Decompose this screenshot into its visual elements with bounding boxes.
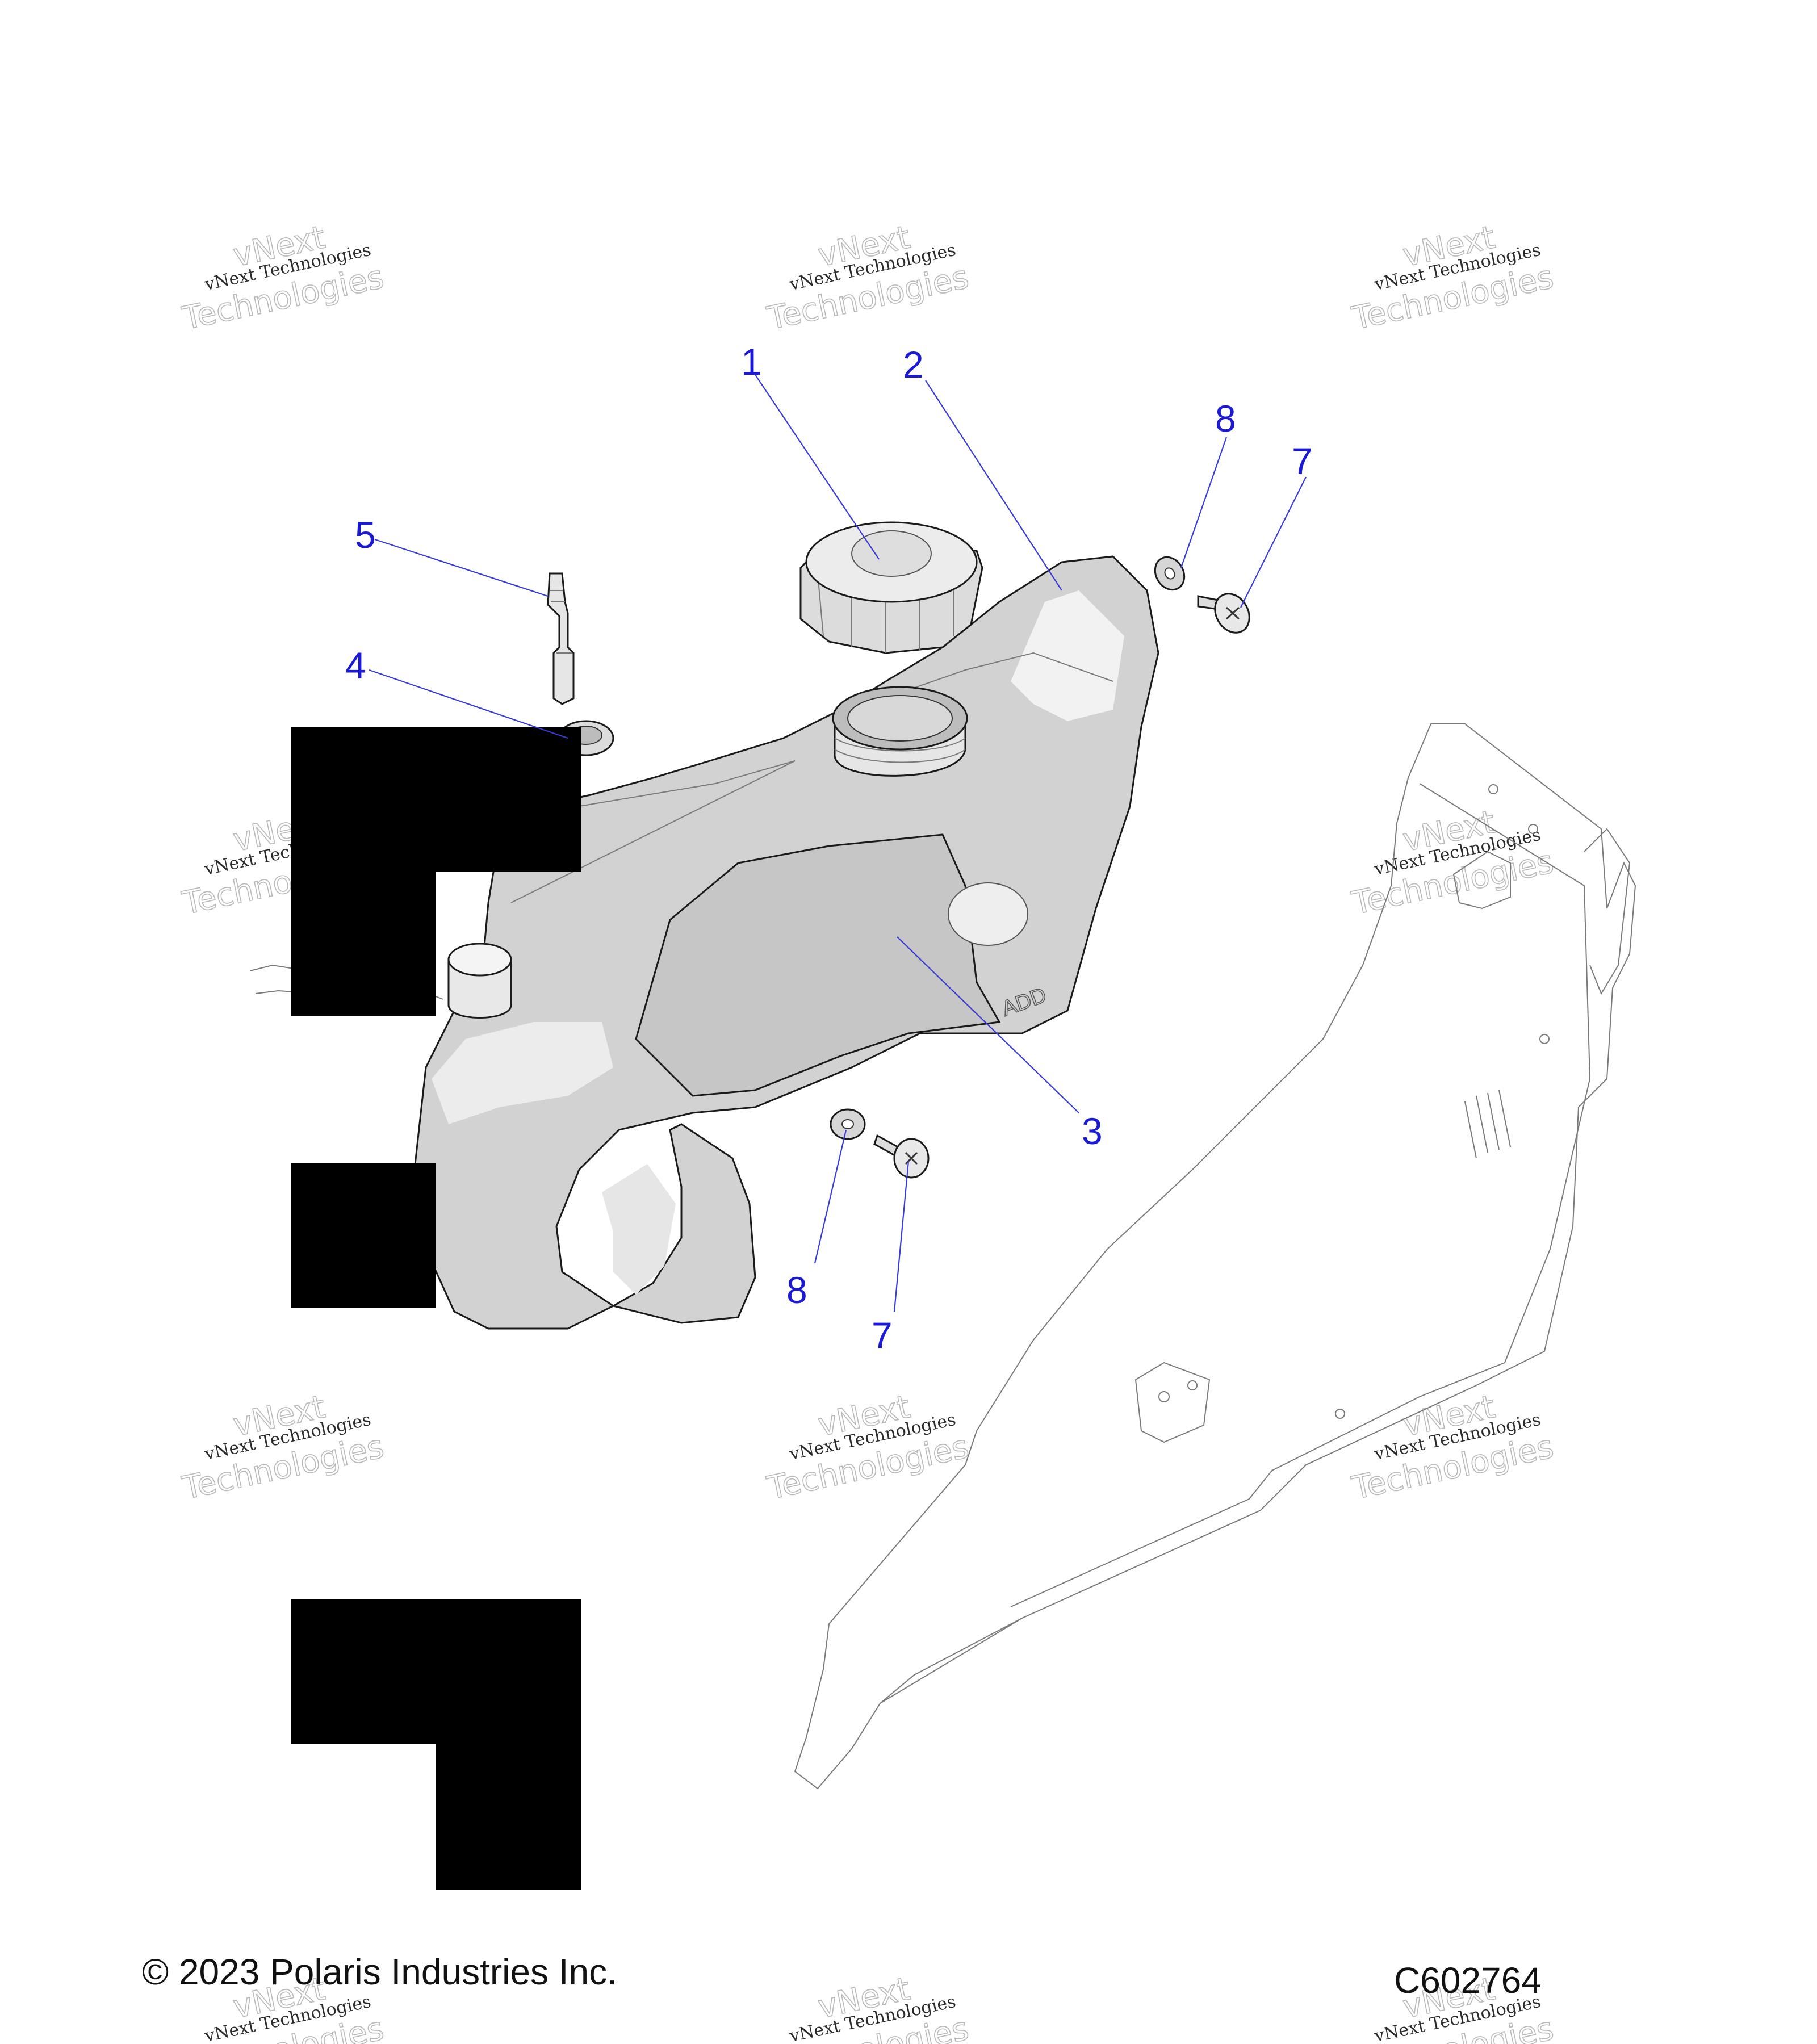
redaction-block xyxy=(291,727,581,1016)
callout-number: 3 xyxy=(1082,1110,1103,1152)
mounting-bracket xyxy=(794,723,1636,1790)
overflow-neck xyxy=(249,943,512,1019)
watermark: vNext vNext Technologies Technologies xyxy=(1348,219,1557,338)
callout-number: 7 xyxy=(872,1314,893,1356)
redaction-block xyxy=(291,1599,581,1890)
callout-number: 2 xyxy=(903,344,924,386)
callout-number: 8 xyxy=(1215,397,1236,439)
washer-lower xyxy=(830,1108,866,1140)
callout-number: 8 xyxy=(786,1269,807,1311)
hose-fitting xyxy=(547,572,575,705)
callout-number: 7 xyxy=(1292,440,1313,482)
footer: © 2023 Polaris Industries Inc. C602764 xyxy=(142,1951,1542,2001)
filler-neck xyxy=(832,686,968,777)
redaction-block xyxy=(291,1163,436,1308)
watermark: vNext vNext Technologies Technologies xyxy=(763,1388,972,1507)
watermark: vNext vNext Technologies Technologies xyxy=(763,219,972,338)
reservoir-tank: ADD xyxy=(413,555,1159,1330)
callout-layer: 1 2 3 4 5 7 7 8 8 xyxy=(345,341,1313,1356)
watermark: vNext vNext Technologies Technologies xyxy=(1348,803,1557,923)
watermark: vNext vNext Technologies Technologies xyxy=(763,1970,972,2044)
callout-number: 4 xyxy=(345,644,366,686)
drawing-id: C602764 xyxy=(1394,1960,1542,2001)
leader-lines xyxy=(369,374,1307,1312)
callout-number: 1 xyxy=(741,341,762,383)
filler-cap xyxy=(799,521,983,654)
watermark: vNext vNext Technologies Technologies xyxy=(1348,1388,1557,1507)
washer-upper xyxy=(1154,556,1186,591)
copyright-notice: © 2023 Polaris Industries Inc. xyxy=(142,1951,617,1992)
watermark: vNext vNext Technologies Technologies xyxy=(178,1388,387,1507)
callout-number: 5 xyxy=(355,514,376,556)
screw-upper xyxy=(1197,593,1250,634)
redaction-layer xyxy=(291,727,581,1890)
watermark: vNext vNext Technologies Technologies xyxy=(178,219,387,338)
screw-lower xyxy=(873,1134,930,1179)
